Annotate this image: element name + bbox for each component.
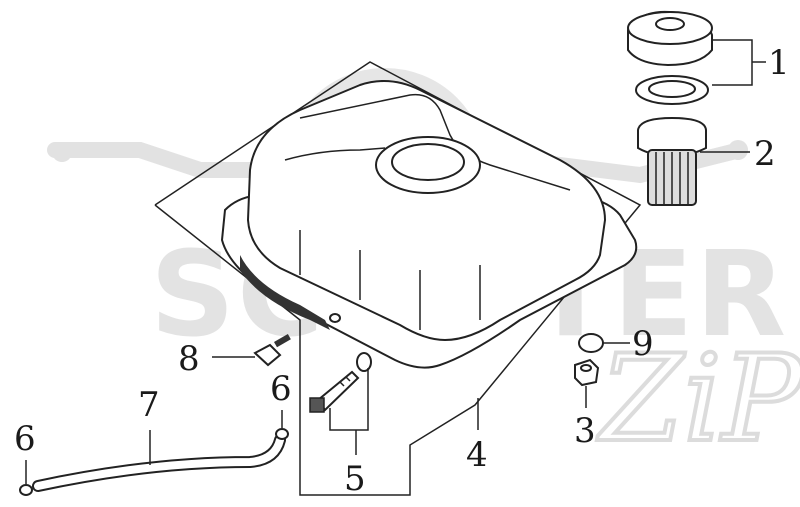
watermark-wheel-right <box>728 140 748 160</box>
callout-9: 9 <box>632 324 654 364</box>
fuel-valve: 5 <box>309 352 372 499</box>
mounting-hole <box>329 313 341 323</box>
fuel-tank-side-lines <box>299 230 481 330</box>
hose-clip-right-ring <box>275 428 289 440</box>
leader-5-bracket <box>329 368 369 431</box>
watermark-brand-suffix: ZiP <box>596 330 800 469</box>
callout-7: 7 <box>138 385 160 425</box>
strainer-mesh-lines <box>655 152 689 204</box>
fuel-valve-washer <box>356 352 372 372</box>
o-ring: 9 <box>578 324 654 364</box>
drain-nut-hole <box>580 364 592 372</box>
callout-2: 2 <box>754 134 776 174</box>
fuel-tank <box>220 80 638 369</box>
drain-nut-body <box>574 358 600 387</box>
fitting-stem <box>274 334 291 348</box>
callout-4: 4 <box>466 435 488 475</box>
fuel-valve-thread <box>339 376 351 387</box>
fuel-cap-assembly: 1 <box>627 10 790 105</box>
fuel-valve-knob <box>309 397 325 413</box>
callout-6-left: 6 <box>14 419 36 459</box>
fuel-strainer: 2 <box>637 116 776 206</box>
drain-nut: 3 <box>574 358 600 451</box>
fuel-cap-knob <box>655 17 685 31</box>
watermark-wheel-left <box>52 142 72 162</box>
hose-clip-right: 6 <box>270 369 292 440</box>
hose-clip-left-ring <box>19 484 33 496</box>
fuel-hose-inner <box>34 436 284 490</box>
callout-6-right: 6 <box>270 369 292 409</box>
callout-5: 5 <box>344 459 366 499</box>
fuel-tank-shell <box>246 80 607 342</box>
callout-8: 8 <box>178 339 200 379</box>
filler-neck-inner <box>391 143 465 181</box>
fuel-hose: 7 <box>32 385 286 492</box>
callout-1: 1 <box>768 43 790 83</box>
leader-1 <box>712 39 753 86</box>
fuel-tank-bottom-shadow <box>240 255 330 330</box>
hose-clip-left: 6 <box>14 419 36 496</box>
fuel-tank-top-ridge-inner <box>284 147 386 161</box>
fitting-body <box>253 343 282 367</box>
callout-3: 3 <box>574 411 596 451</box>
fuel-line-fitting: 8 <box>178 334 291 379</box>
cap-gasket-inner <box>648 80 696 98</box>
o-ring-outer <box>578 333 604 353</box>
